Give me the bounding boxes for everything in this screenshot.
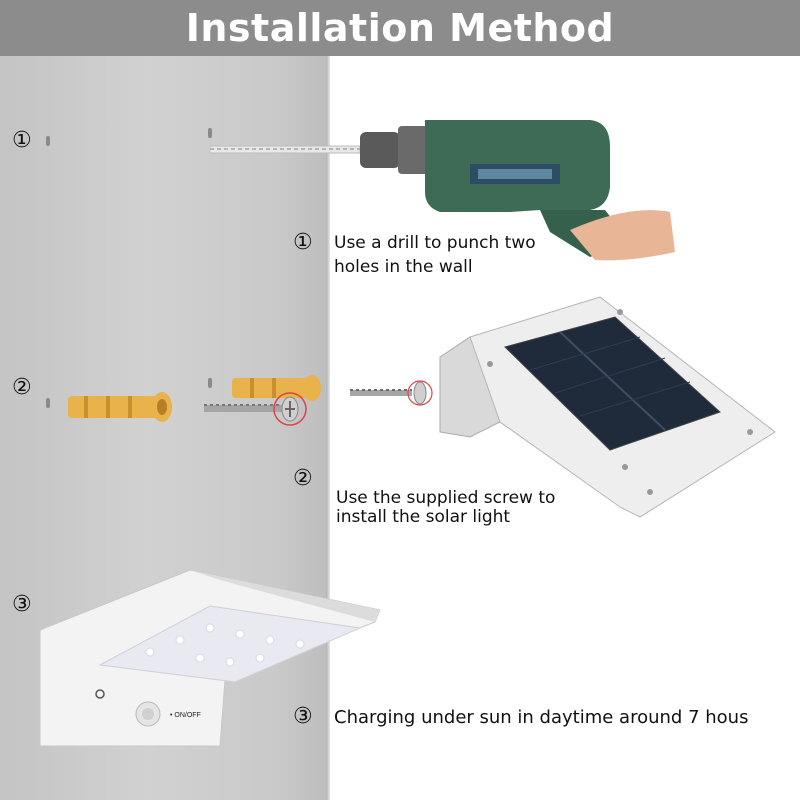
step-3-marker: ③ [293,704,313,729]
step-1-caption-line-1: Use a drill to punch two [334,233,536,253]
page-title: Installation Method [185,6,615,50]
wall-hole [208,128,212,138]
solar-light-icon [39,570,381,747]
wall-edge [326,56,330,800]
step-3-caption: Charging under sun in daytime around 7 h… [334,707,749,728]
step-2-wall-marker: ② [12,375,32,400]
wall-hole [46,398,50,408]
title-banner: Installation Method [0,0,800,56]
wall-anchor-icon [68,392,172,422]
step-1-marker: ① [293,230,313,255]
step-1-caption-line-2: holes in the wall [334,257,473,277]
installed-solar-light: • ON/OFF [30,570,382,756]
step-2-marker: ② [293,466,313,491]
wall-hole [46,136,50,146]
step-1-wall-marker: ① [12,128,32,153]
anchor-with-screw-icon [204,375,321,426]
on-off-switch-label: • ON/OFF [170,712,201,719]
wall-hole [208,378,212,388]
drill-icon [210,120,675,261]
step-2-caption-line-1: Use the supplied screw to [336,488,556,508]
screw-icon [350,380,433,406]
step-2-caption-line-2: install the solar light [336,507,511,527]
solar-light-icon [439,296,776,518]
step-3-wall-marker: ③ [12,592,32,617]
